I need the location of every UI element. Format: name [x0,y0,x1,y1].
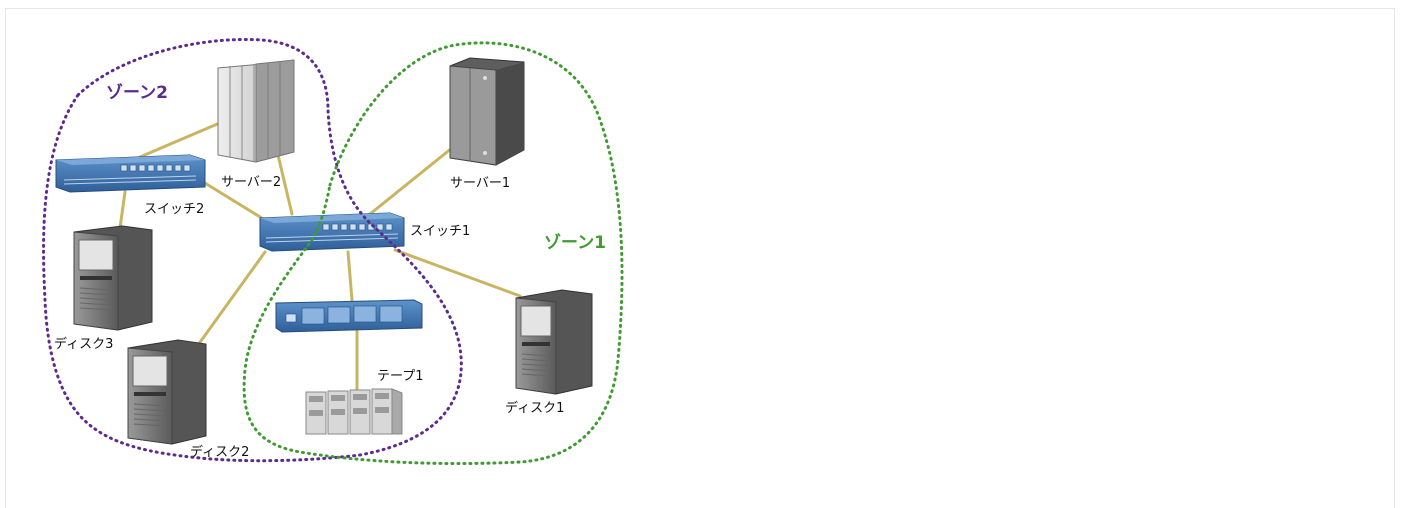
zone2-boundary [42,38,463,463]
zone1-boundary [242,41,624,466]
switch2-label: スイッチ2 [144,202,204,217]
disk3-label: ディスク3 [54,336,113,352]
zone1-label: ゾーン1 [544,233,606,253]
switch1-icon [259,212,405,252]
disk2-label: ディスク2 [190,444,249,460]
diagram-frame [5,8,1395,508]
switch1-label: スイッチ1 [410,224,470,239]
server1-label: サーバー1 [450,176,510,191]
server2-label: サーバー2 [221,175,281,190]
tape1-icon [305,388,403,435]
cable-switch2-switch1 [198,178,267,222]
disk3-icon [73,225,153,331]
disk1-label: ディスク1 [505,400,564,416]
cable-switch1-tapeswitch [346,250,354,302]
cable-switch1-disk2 [196,250,267,347]
zone2-label: ゾーン2 [106,83,168,103]
server2-icon [217,59,295,163]
tape1-label: テープ1 [377,369,424,384]
tape-switch-icon [275,299,423,333]
cable-switch1-server1 [368,146,454,216]
cable-switch1-disk1 [393,248,522,298]
cable-switch2-server2 [138,120,224,159]
cable-switch2-disk3 [118,190,127,230]
cable-server2-switch1 [276,153,294,216]
switch2-icon [55,154,206,193]
server1-icon [449,57,525,166]
disk2-icon [127,339,207,445]
cables [118,120,522,392]
disk1-icon [515,289,593,395]
